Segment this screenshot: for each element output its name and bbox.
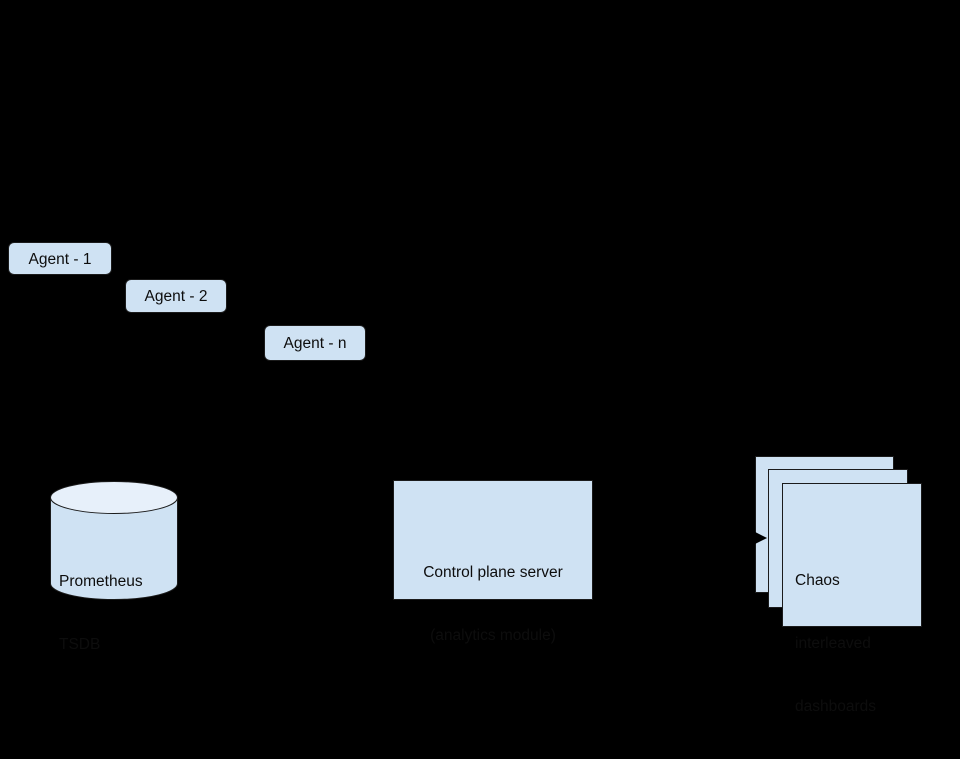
control-plane-server-label: Control plane server (analytics module) <box>394 520 592 688</box>
agent-node-2[interactable]: Agent - 2 <box>125 279 227 313</box>
dashboards-line-2: interleaved <box>795 635 871 652</box>
control-plane-server-node[interactable]: Control plane server (analytics module) <box>393 480 593 644</box>
chaos-interleaved-dashboards-node[interactable]: Chaos interleaved dashboards <box>782 483 922 715</box>
agent-node-n[interactable]: Agent - n <box>264 325 366 361</box>
agent-node-n-label: Agent - n <box>283 335 347 352</box>
dashboards-line-1: Chaos <box>795 572 840 589</box>
diagram-canvas: Agent - 1 Agent - 2 Agent - n Prometheus… <box>8 242 922 715</box>
server-to-dashboards-arrow <box>593 530 768 546</box>
agent-node-1[interactable]: Agent - 1 <box>8 242 112 275</box>
dashboards-line-3: dashboards <box>795 698 877 715</box>
chaos-interleaved-dashboards-label: Chaos interleaved dashboards <box>795 528 876 759</box>
prometheus-tsdb-node[interactable]: Prometheus TSDB <box>50 481 178 653</box>
agent-node-1-label: Agent - 1 <box>28 250 92 268</box>
control-plane-server-line-1: Control plane server <box>423 564 563 581</box>
control-plane-server-line-2: (analytics module) <box>430 627 556 644</box>
agent-node-2-label: Agent - 2 <box>144 288 208 305</box>
cylinder-shape <box>50 481 178 600</box>
prometheus-tsdb-line-2: TSDB <box>59 636 101 653</box>
